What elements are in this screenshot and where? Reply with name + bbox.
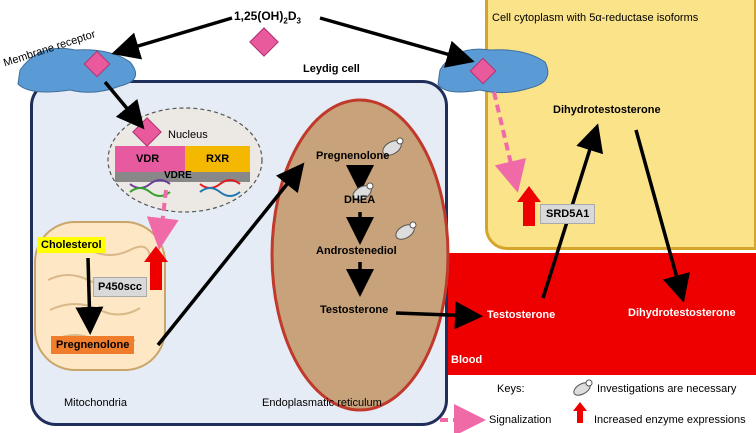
er-androstenediol-label: Androstenediol xyxy=(316,245,397,257)
cholesterol-label: Cholesterol xyxy=(37,237,106,253)
vdr-box xyxy=(115,146,185,172)
investigation-icons xyxy=(352,137,593,396)
blood-dht-label: Dihydrotestosterone xyxy=(628,307,736,319)
vdr-label: VDR xyxy=(136,153,160,165)
vitamin-d-diamond-top xyxy=(249,27,279,57)
vitamin-d-diamond-left xyxy=(83,50,111,78)
pregnenolone-mito-label: Pregnenolone xyxy=(51,336,135,354)
er-dhea-label: DHEA xyxy=(344,194,376,206)
leydig-cell-label: Leydig cell xyxy=(303,63,360,75)
mouse-icon xyxy=(573,379,593,396)
cytoplasm-dht-label: Dihydrotestosterone xyxy=(553,104,661,116)
mouse-icon xyxy=(382,137,404,156)
key-investigations: Investigations are necessary xyxy=(597,383,737,395)
nucleus-label: Nucleus xyxy=(168,129,208,141)
cytoplasm-label: Cell cytoplasm with 5α-reductase isoform… xyxy=(492,12,699,24)
blood-region xyxy=(440,253,756,375)
mitochondria-label: Mitochondria xyxy=(64,397,127,409)
rxr-box xyxy=(185,146,250,172)
vdre-label: VDRE xyxy=(164,170,192,181)
endoplasmic-reticulum xyxy=(270,98,450,412)
signalization-arrows xyxy=(146,91,527,250)
keys-title: Keys: xyxy=(497,383,525,395)
vitamin-d-diamond-right xyxy=(469,57,497,85)
key-signalization: Signalization xyxy=(489,414,552,426)
er-testosterone-label: Testosterone xyxy=(320,304,389,316)
er-label: Endoplasmatic reticulum xyxy=(262,397,382,409)
dna-helix xyxy=(129,179,241,197)
increase-arrows xyxy=(144,186,587,423)
rxr-label: RXR xyxy=(206,153,230,165)
pathway-arrows xyxy=(75,16,690,347)
vdre-box xyxy=(115,172,250,182)
mouse-icon xyxy=(352,182,374,201)
srd5a1-label: SRD5A1 xyxy=(540,204,596,224)
er-pregnenolone-label: Pregnenolone xyxy=(316,150,390,162)
key-increased: Increased enzyme expressions xyxy=(594,414,746,426)
blood-testosterone-label: Testosterone xyxy=(487,309,556,321)
blood-label: Blood xyxy=(451,354,483,366)
mouse-icon xyxy=(395,221,417,240)
vitamin-d-label: 1,25(OH)2D3 xyxy=(234,9,301,26)
p450scc-label: P450scc xyxy=(93,277,148,297)
